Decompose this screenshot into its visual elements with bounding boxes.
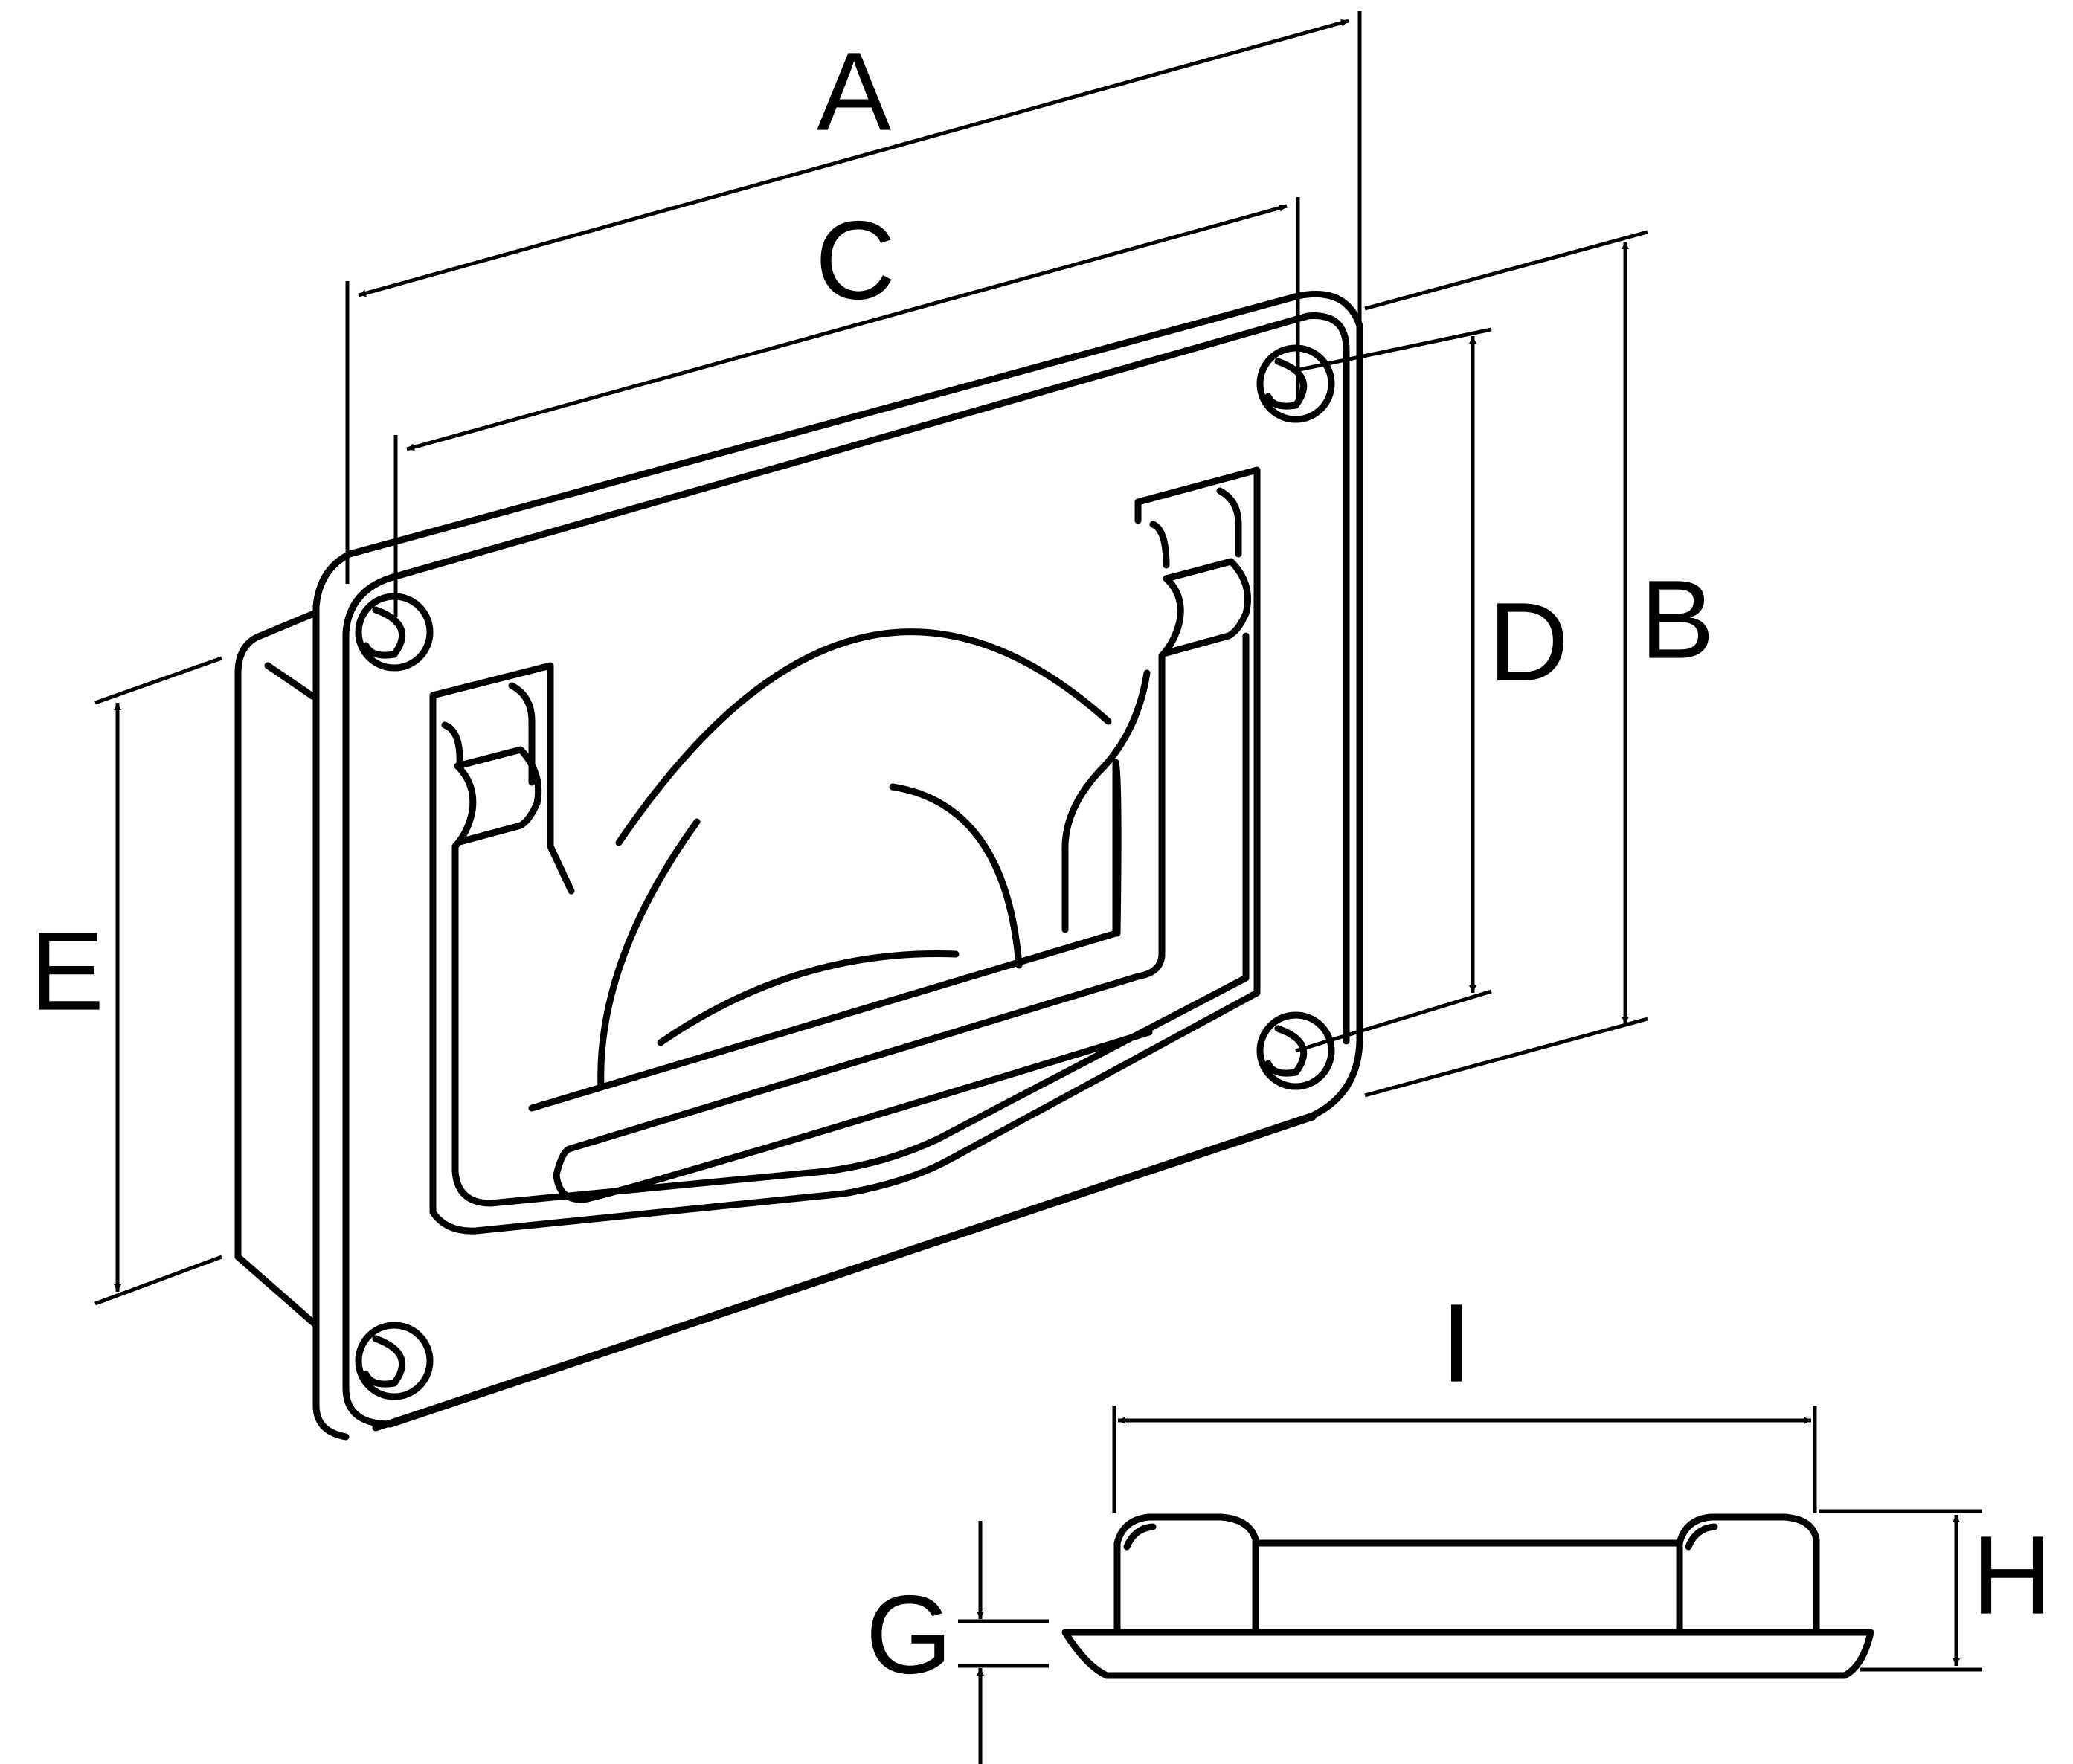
- handle-side-view: [1061, 1513, 1874, 1679]
- dimension-label-b: B: [1640, 557, 1714, 682]
- outer-plate: [312, 290, 1363, 1441]
- dimension-g: G: [866, 1521, 1049, 1764]
- side-right-post: [1676, 1513, 1820, 1636]
- screw-hole-bottom-right: [1256, 1011, 1335, 1090]
- left-hinge: [441, 682, 542, 850]
- dimension-label-e: E: [30, 909, 104, 1034]
- dimension-e: E: [30, 656, 222, 1306]
- dish-inner-arc: [889, 783, 1023, 969]
- dimension-label-d: D: [1488, 579, 1569, 704]
- screw-hole-top-right: [1256, 344, 1335, 423]
- dimension-h: H: [1819, 1509, 2052, 1672]
- flange-plate: [342, 312, 1350, 1428]
- dish-rim: [1061, 669, 1151, 933]
- handle-isometric-view: [234, 290, 1363, 1441]
- side-post-right-curve: [1685, 1523, 1718, 1551]
- bail-inner-right: [1112, 759, 1122, 937]
- dish-outer-arc: [615, 628, 1112, 846]
- side-flange-base: [1061, 1629, 1874, 1679]
- dish-bottom-arc: [657, 950, 960, 1046]
- side-flange: [234, 610, 320, 1329]
- dimension-d: D: [1295, 327, 1569, 1053]
- dimension-c: C: [393, 197, 1300, 617]
- flange-bevel: [264, 662, 316, 700]
- dimension-label-i: I: [1441, 1281, 1472, 1406]
- recess-well: [429, 466, 1261, 1235]
- dimension-label-c: C: [815, 198, 896, 323]
- bail-ring: [451, 632, 1250, 1207]
- dish-left-arc: [597, 818, 701, 1091]
- dimension-label-a: A: [817, 29, 891, 154]
- dimension-label-h: H: [1972, 1513, 2052, 1638]
- dimension-b: B: [1364, 230, 1714, 1098]
- side-post-left-curve: [1123, 1523, 1157, 1551]
- screw-hole-bottom-left: [355, 1322, 434, 1400]
- dimension-label-g: G: [866, 1572, 953, 1697]
- right-hinge: [1149, 487, 1251, 660]
- side-left-post: [1113, 1513, 1259, 1636]
- dimension-i: I: [1112, 1281, 1817, 1513]
